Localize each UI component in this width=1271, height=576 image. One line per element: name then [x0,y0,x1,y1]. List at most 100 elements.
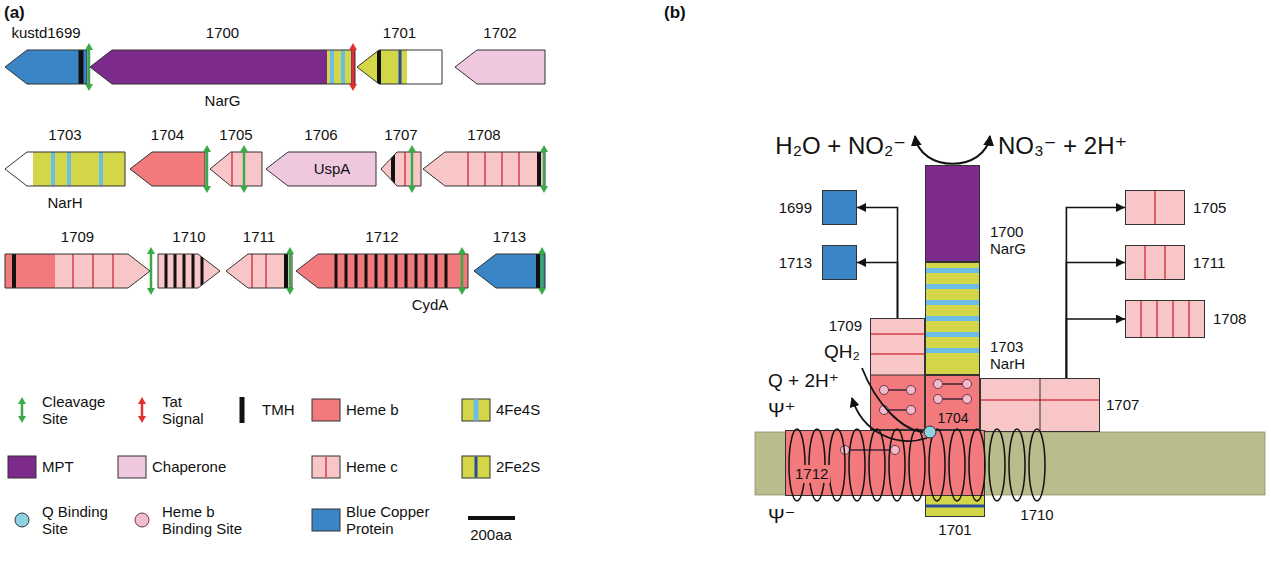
text-label: QH₂ [824,341,860,363]
text-label: 1710 [1020,506,1053,523]
fe-s-stripe [925,300,980,305]
gene-arrow: 1704 [130,152,205,186]
shape-graphic [455,50,545,84]
legend-text: TMH [262,401,295,418]
node-label: UspA [314,160,351,177]
node-label: 1711 [243,228,275,245]
gene-stripe [467,152,469,186]
site-mark-head [85,84,93,91]
gene-outline [226,254,292,288]
legend-swatch [8,456,36,478]
site-mark-head [349,43,357,50]
gene-arrow: 1710 [158,254,220,288]
gene-arrow: 1702 [455,50,545,84]
gene-arrow: 1713 [474,254,545,288]
helix-loop [969,429,985,501]
site-mark-head [286,288,294,295]
gene-stripe [365,254,368,288]
node-label: 1705 [1193,199,1226,216]
gene-segment [327,50,351,84]
gene-arrow: 1705 [210,152,262,186]
gene-stripe [377,50,381,84]
shape-graphic [980,378,1100,432]
protein-box: 1713 [822,245,857,280]
legend-text: Q Binding Site [42,503,120,538]
helix-loop [1009,429,1025,501]
helix-loop [809,429,825,501]
gene-stripe [165,254,168,288]
protein-box: 1707 [980,378,1100,432]
heme-b-site [907,386,916,395]
site-mark-line [289,252,292,290]
helix-loop [989,429,1005,501]
box-outline [823,246,857,280]
site-mark-head [458,247,466,254]
legend-entry: Heme b [312,396,399,424]
gene-segment [296,254,468,288]
node-label: 1703 [48,126,81,143]
heme-line [1188,300,1190,338]
legend-sample [118,453,146,481]
gene-fill [5,152,125,186]
text-holder: 200aa [470,526,512,543]
text-holder: (b) [664,3,686,23]
text-holder: 1711 [1193,254,1225,271]
site-mark-head [138,416,146,423]
legend-sample-stripe [325,457,327,478]
legend-entry: Q Binding Site [8,503,120,538]
legend-entry: Tat Signal [128,393,214,428]
shape-graphic [90,50,355,84]
text-holder: 1702 [483,24,516,41]
gene-outline [210,152,262,186]
gene-stripe [399,50,402,84]
shape-graphic [925,165,980,262]
gene-stripe [192,254,195,288]
legend-entry: 4Fe4S [462,396,540,424]
site-mark-head [203,186,211,193]
site-mark-head [538,288,546,295]
node-label: 1709 [61,228,94,245]
legend-sample-circle [135,513,149,527]
gene-stripe [51,152,55,186]
text-holder: 1712 [365,228,398,245]
shape-graphic [5,254,150,288]
text-holder: NarG [205,92,241,109]
node-label: 1711 [1193,254,1225,271]
heme-b-site [963,395,972,404]
heme-b-site [934,395,943,404]
node-label: 1701 [383,24,416,41]
text-holder: 1706 [304,126,337,143]
legend-entry: Heme c [312,453,398,481]
text-holder: 1699 [779,199,812,216]
gene-arrow: 1701 [357,50,442,84]
gene-stripe [92,254,94,288]
gene-arrow: kustd1699 [5,50,87,84]
text-holder: kustd1699 [11,24,80,41]
gene-outline [5,254,150,288]
gene-stripe [265,254,267,288]
gene-arrow: 1712CydA [296,254,468,288]
site-mark-line [411,150,414,188]
text-holder: 1711 [243,228,275,245]
gene-stripe [79,50,84,84]
gene-stripe [445,254,448,288]
legend-text: Cleavage Site [42,393,114,428]
shape-graphic [5,50,87,84]
node-label: CydA [412,296,449,313]
legend-entry: Chaperone [118,453,226,481]
legend-text: Heme c [346,458,398,475]
gene-fill [5,50,87,84]
site-mark-head [203,145,211,152]
quinone-path [852,398,927,441]
shape-graphic [130,152,205,186]
reaction-arc [915,136,990,164]
shape-graphic [1125,190,1185,225]
text-holder: 1703 NarH [990,338,1038,373]
site-mark-head [138,397,146,404]
legend-text: Tat Signal [162,393,214,428]
shape-graphic [870,318,925,430]
